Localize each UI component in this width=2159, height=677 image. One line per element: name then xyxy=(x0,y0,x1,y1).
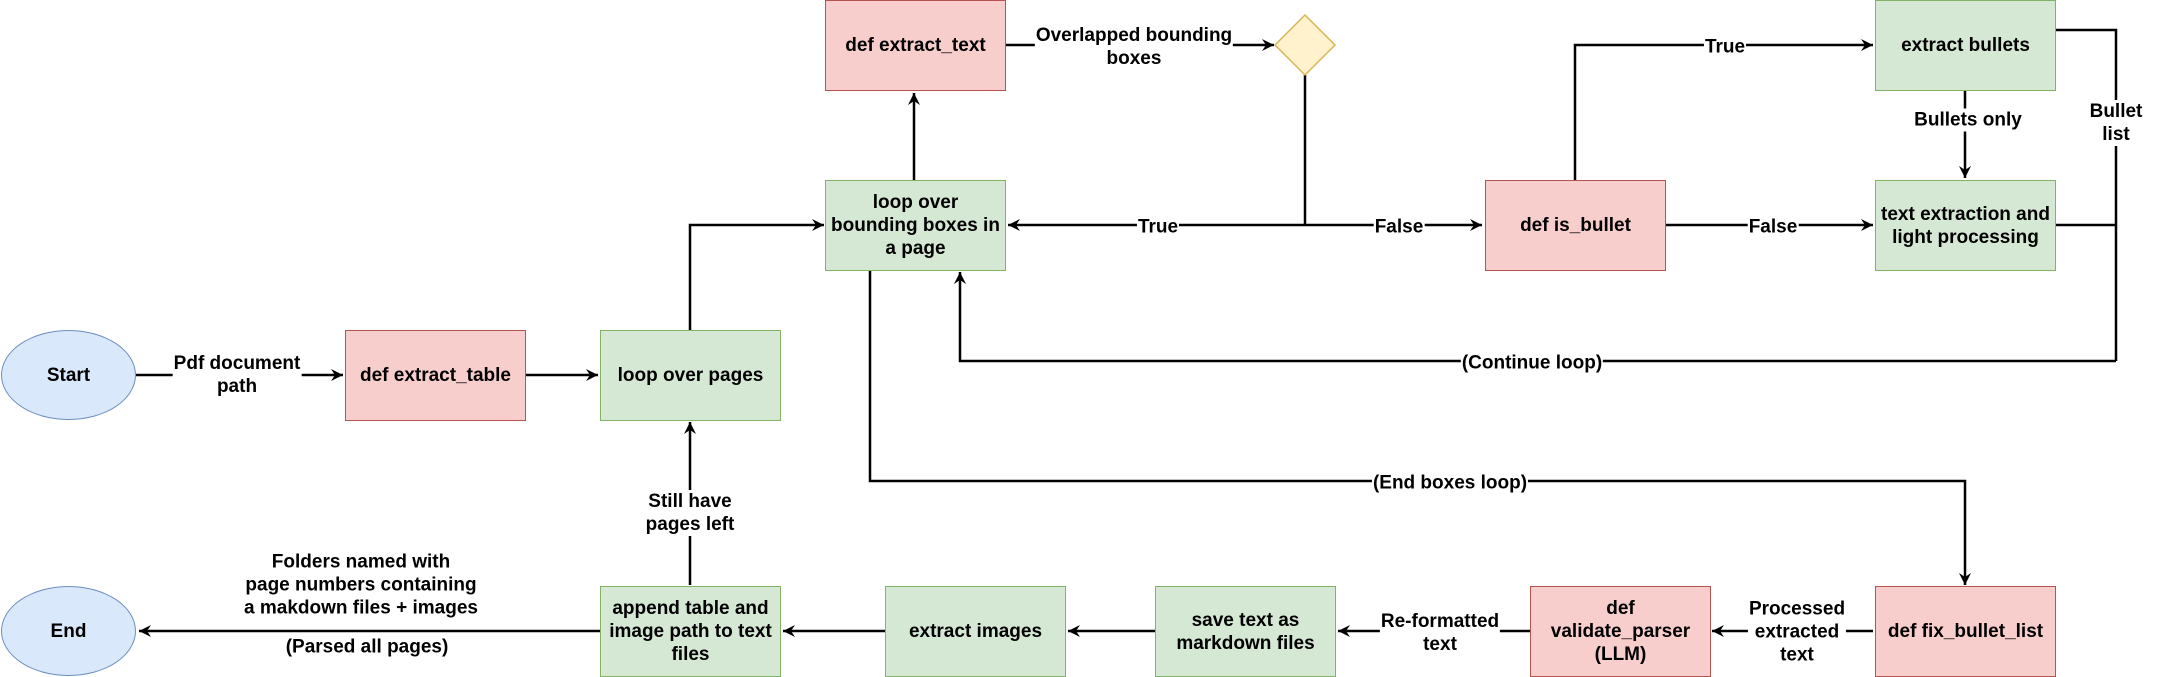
label-overlapped: Overlapped bounding boxes xyxy=(1034,24,1234,70)
edge-loop-pages-to-loop-boxes xyxy=(688,219,824,330)
fix-bullet-list-node: def fix_bullet_list xyxy=(1875,586,2056,677)
extract-text-node: def extract_text xyxy=(825,0,1006,91)
save-text-node: save text as markdown files xyxy=(1155,586,1336,677)
edge-is-bullet-true-to-extract-bullets xyxy=(1573,39,1873,180)
label-pdf-path: Pdf document path xyxy=(172,352,302,398)
label-end-boxes: (End boxes loop) xyxy=(1371,471,1529,495)
label-folders: Folders named with page numbers containi… xyxy=(243,550,479,620)
append-table-node: append table and image path to text file… xyxy=(600,586,781,677)
validate-parser-node: def validate_parser (LLM) xyxy=(1530,586,1711,677)
label-bullet-list: Bullet list xyxy=(2088,100,2144,146)
label-reformatted: Re-formatted text xyxy=(1379,610,1501,656)
is-bullet-node: def is_bullet xyxy=(1485,180,1666,271)
overlap-decision-diamond xyxy=(1273,13,1337,77)
label-bullets-only: Bullets only xyxy=(1913,108,2023,132)
label-parsed-all: (Parsed all pages) xyxy=(284,635,450,659)
edge-continue-loop xyxy=(954,272,2116,363)
edge-bullet-list-loop xyxy=(2055,28,2118,361)
loop-boxes-node: loop over bounding boxes in a page xyxy=(825,180,1006,271)
label-true-loop: True xyxy=(1136,215,1180,239)
extract-images-node: extract images xyxy=(885,586,1066,677)
label-continue-loop: (Continue loop) xyxy=(1460,351,1604,375)
end-node: End xyxy=(1,586,136,676)
start-node: Start xyxy=(1,330,136,420)
extract-table-node: def extract_table xyxy=(345,330,526,421)
label-still-pages: Still have pages left xyxy=(644,490,736,536)
label-processed: Processed extracted text xyxy=(1747,597,1847,667)
label-true-bullet: True xyxy=(1703,35,1747,59)
edge-end-boxes-loop xyxy=(868,270,1971,585)
label-false-text: False xyxy=(1747,215,1799,239)
loop-pages-node: loop over pages xyxy=(600,330,781,421)
label-false-bullet: False xyxy=(1373,215,1425,239)
extract-bullets-node: extract bullets xyxy=(1875,0,2056,91)
text-extraction-node: text extraction and light processing xyxy=(1875,180,2056,271)
